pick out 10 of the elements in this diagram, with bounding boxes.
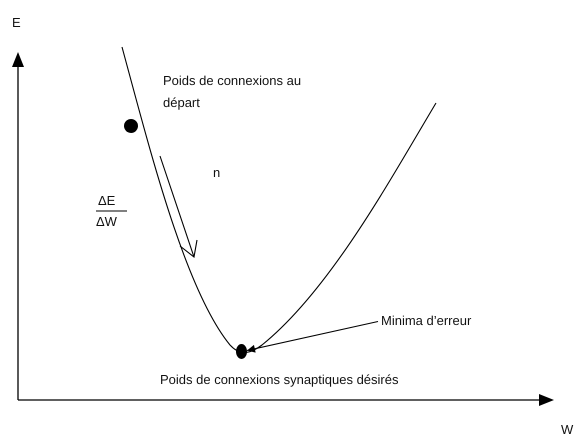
axis-label: E: [12, 14, 21, 31]
minimum-point-dot: [236, 344, 247, 359]
formula-text: ΔE: [98, 192, 116, 209]
symbol-label: n: [213, 164, 220, 181]
arrow: [246, 320, 378, 353]
axis-label: W: [561, 421, 574, 438]
annotation-text: Poids de connexions au départ: [163, 72, 302, 112]
callout-text: Minima d’erreur: [381, 312, 472, 329]
annotation-text: Poids de connexions synaptiques désirés: [160, 371, 398, 388]
formula-text: ΔW: [96, 213, 117, 230]
